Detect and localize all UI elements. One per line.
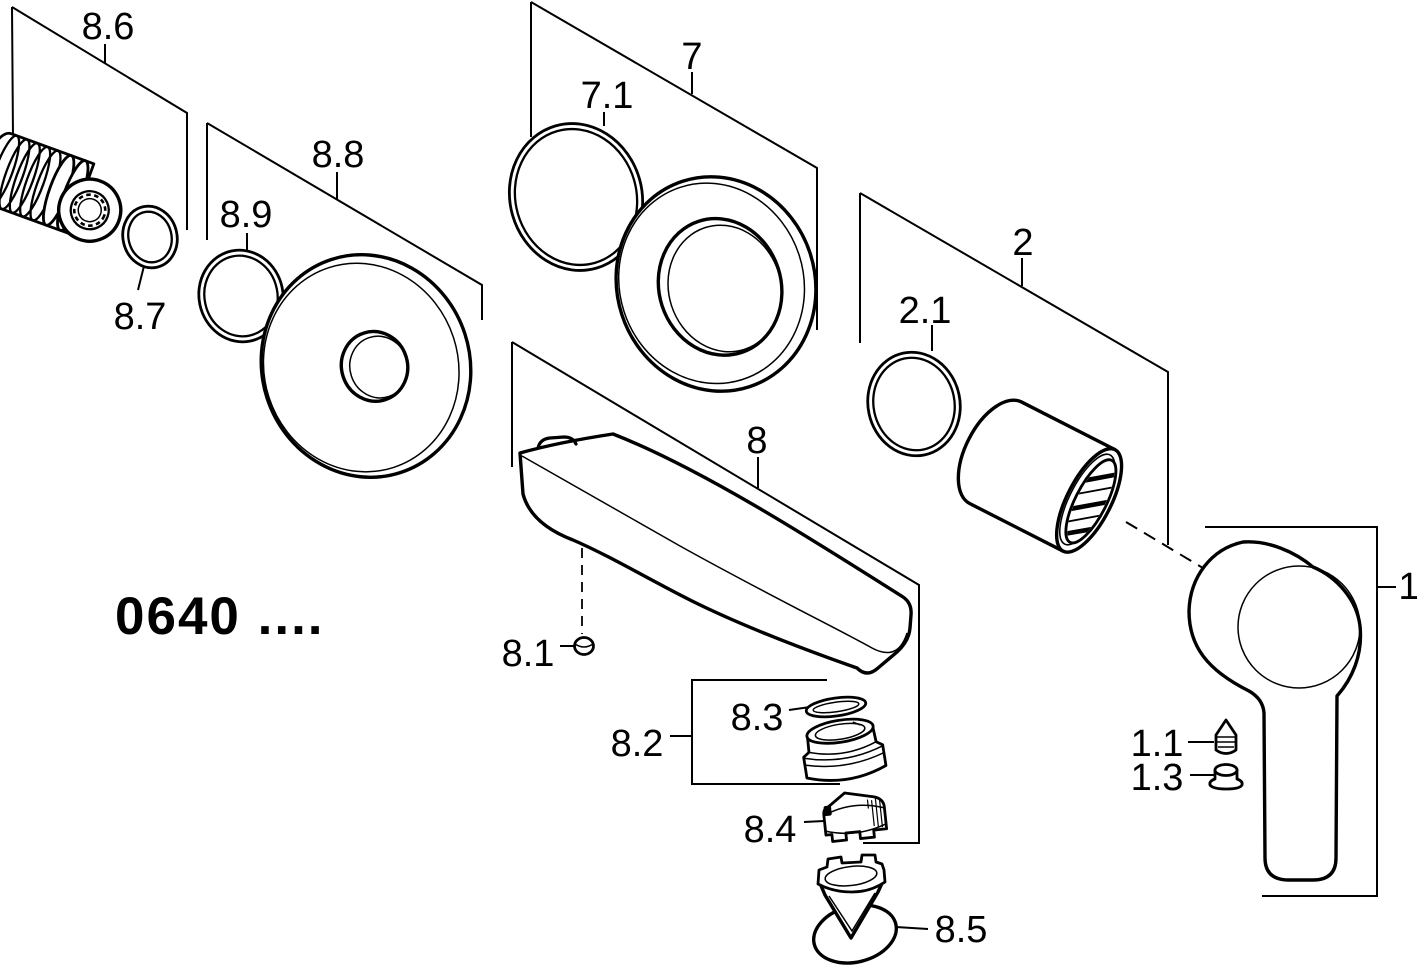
label-8: 8 — [746, 420, 767, 462]
callout-bracket-7 — [530, 1, 818, 330]
housing-top — [805, 717, 875, 745]
part-8-9-o-ring — [197, 248, 285, 344]
part-labels: 8.6 7 7.1 8.8 8.9 2 8.7 2.1 8 1 8.1 8.3 … — [82, 6, 1417, 951]
leader-lines — [137, 112, 1214, 930]
callout-bracket-8-6 — [11, 6, 188, 230]
callout-bracket-1 — [1205, 526, 1396, 897]
part-8-7-o-ring — [121, 204, 179, 270]
part-7-escutcheon-ring — [614, 175, 818, 393]
leader-8-4 — [803, 820, 825, 823]
spout-body — [518, 432, 913, 675]
thread-ridge — [0, 138, 31, 211]
product-code: 0640 .... — [115, 587, 325, 646]
part-1-3-plug — [1208, 763, 1244, 791]
leader-8-7 — [137, 265, 145, 291]
part-8-1-grub-screw — [573, 636, 595, 656]
thread-hatch — [866, 797, 884, 828]
spline-socket — [72, 193, 107, 227]
handle-body — [1187, 540, 1363, 882]
part-1-1-set-screw — [1214, 718, 1238, 755]
callout-bracket-8-8 — [206, 122, 483, 320]
key-crown — [816, 853, 887, 894]
thread-ridge — [0, 134, 21, 207]
label-1-3: 1.3 — [1131, 757, 1184, 799]
label-8-3: 8.3 — [731, 697, 784, 739]
label-8-9: 8.9 — [220, 194, 273, 236]
dashed-centerline-2-to-1 — [1125, 521, 1204, 569]
callout-bracket-2 — [859, 192, 1169, 545]
part-2-handle-sleeve — [956, 398, 1124, 554]
sleeve-bore — [1064, 458, 1118, 545]
part-8-3-gasket — [804, 695, 868, 719]
lug-notch — [823, 805, 832, 817]
callout-bracket-8 — [511, 341, 920, 844]
label-1-1: 1.1 — [1131, 723, 1184, 765]
part-8-6-threaded-adapter — [0, 131, 123, 243]
front-bore — [69, 190, 110, 231]
part-8-2-aerator-housing — [802, 717, 888, 782]
part-8-5-aerator-key — [811, 853, 899, 965]
spout-tab — [536, 435, 578, 450]
part-8-4-aerator-insert — [822, 791, 889, 843]
label-2-1: 2.1 — [899, 290, 952, 332]
thread-ridge — [8, 141, 41, 215]
part-8-spout — [518, 432, 913, 675]
label-8-6: 8.6 — [82, 6, 135, 48]
spout-edge-line — [521, 455, 908, 654]
label-8-5: 8.5 — [935, 909, 988, 951]
part-1-lever-handle — [1187, 540, 1363, 882]
label-8-2: 8.2 — [611, 723, 664, 765]
label-8-8: 8.8 — [312, 134, 365, 176]
center-hole — [656, 216, 784, 357]
part-8-8-escutcheon — [259, 253, 473, 479]
label-8-7: 8.7 — [114, 296, 167, 338]
label-7-1: 7.1 — [581, 75, 634, 117]
label-1: 1 — [1398, 566, 1417, 608]
label-2: 2 — [1012, 222, 1033, 264]
thread-ridge — [19, 145, 52, 218]
part-2-1-o-ring — [866, 350, 962, 458]
part-7-1-o-ring — [507, 122, 645, 272]
label-8-1: 8.1 — [502, 633, 555, 675]
label-7: 7 — [681, 36, 702, 78]
callout-bracket-8-2 — [670, 679, 840, 785]
label-8-4: 8.4 — [744, 809, 797, 851]
leader-8-5 — [895, 926, 929, 930]
handle-knob-face — [1237, 565, 1361, 689]
front-face — [57, 177, 123, 243]
